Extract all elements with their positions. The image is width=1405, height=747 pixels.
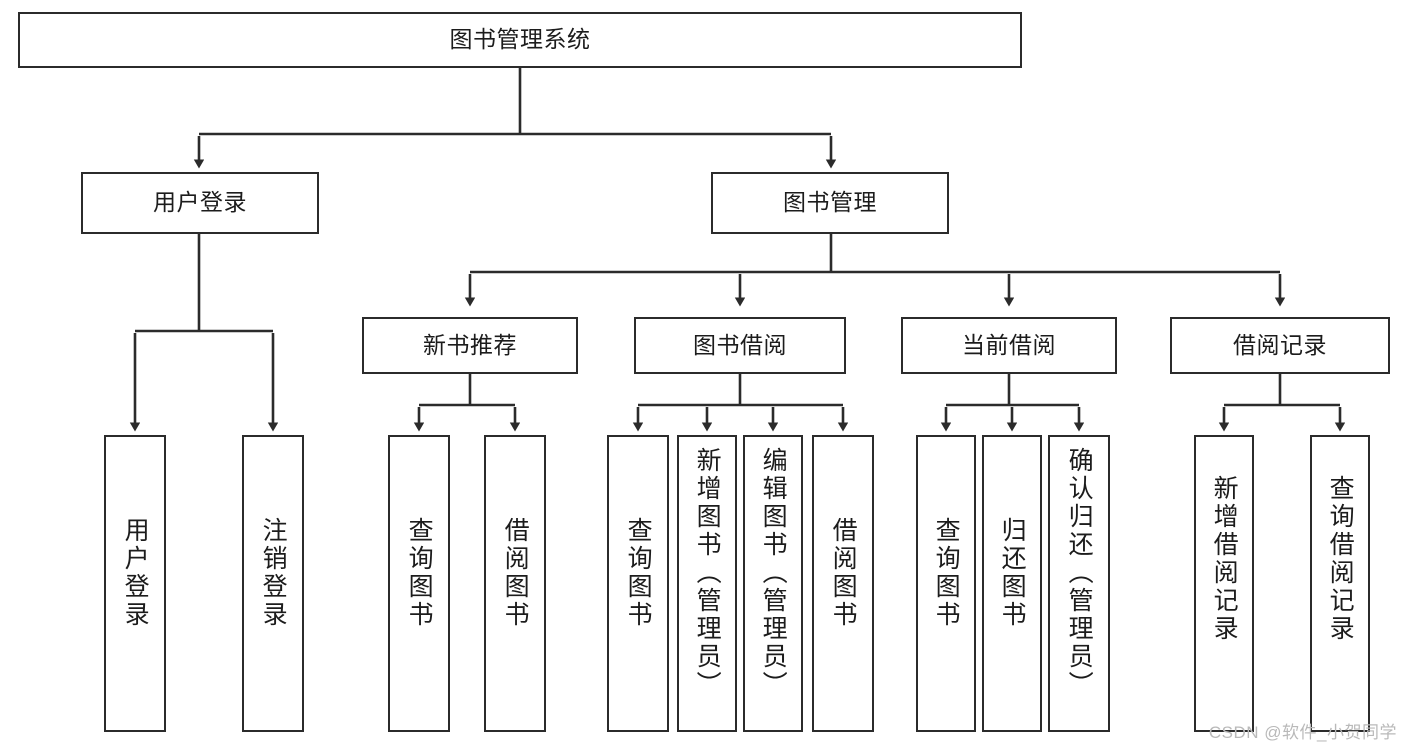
node-label: 新增借阅记录	[1210, 475, 1239, 643]
node-new-book-recommend[interactable]: 新书推荐	[362, 317, 578, 374]
node-root-system[interactable]: 图书管理系统	[18, 12, 1022, 68]
node-label: 新增图书（管理员）	[693, 447, 722, 699]
node-leaf-borrow-book-1[interactable]: 借阅图书	[484, 435, 546, 732]
node-leaf-borrow-book-2[interactable]: 借阅图书	[812, 435, 874, 732]
node-book-borrow[interactable]: 图书借阅	[634, 317, 846, 374]
node-leaf-edit-book[interactable]: 编辑图书（管理员）	[743, 435, 803, 732]
node-label: 新书推荐	[423, 331, 517, 358]
node-label: 查询图书	[405, 517, 434, 629]
node-label: 用户登录	[153, 189, 247, 216]
node-leaf-user-login[interactable]: 用户登录	[104, 435, 166, 732]
node-label: 用户登录	[121, 517, 150, 629]
node-user-login[interactable]: 用户登录	[81, 172, 319, 234]
node-label: 查询图书	[932, 517, 961, 629]
node-label: 确认归还（管理员）	[1065, 447, 1094, 699]
node-label: 图书管理	[783, 189, 877, 216]
node-borrow-record[interactable]: 借阅记录	[1170, 317, 1390, 374]
node-label: 图书借阅	[693, 331, 787, 358]
node-leaf-query-book-2[interactable]: 查询图书	[607, 435, 669, 732]
node-current-borrow[interactable]: 当前借阅	[901, 317, 1117, 374]
node-leaf-confirm-return[interactable]: 确认归还（管理员）	[1048, 435, 1110, 732]
node-label: 注销登录	[259, 517, 288, 629]
node-leaf-query-record[interactable]: 查询借阅记录	[1310, 435, 1370, 732]
node-label: 编辑图书（管理员）	[759, 447, 788, 699]
node-leaf-user-logout[interactable]: 注销登录	[242, 435, 304, 732]
node-leaf-add-record[interactable]: 新增借阅记录	[1194, 435, 1254, 732]
csdn-watermark: CSDN @软件_小贺同学	[1208, 723, 1397, 742]
node-label: 借阅图书	[501, 517, 530, 629]
node-book-manage[interactable]: 图书管理	[711, 172, 949, 234]
node-leaf-query-book-1[interactable]: 查询图书	[388, 435, 450, 732]
node-leaf-add-book[interactable]: 新增图书（管理员）	[677, 435, 737, 732]
node-label: 借阅记录	[1233, 331, 1327, 358]
node-label: 图书管理系统	[449, 26, 591, 53]
node-label: 借阅图书	[829, 517, 858, 629]
node-label: 查询图书	[624, 517, 653, 629]
node-leaf-return-book[interactable]: 归还图书	[982, 435, 1042, 732]
node-label: 查询借阅记录	[1326, 475, 1355, 643]
node-leaf-query-book-3[interactable]: 查询图书	[916, 435, 976, 732]
node-label: 归还图书	[998, 517, 1027, 629]
node-label: 当前借阅	[962, 331, 1056, 358]
